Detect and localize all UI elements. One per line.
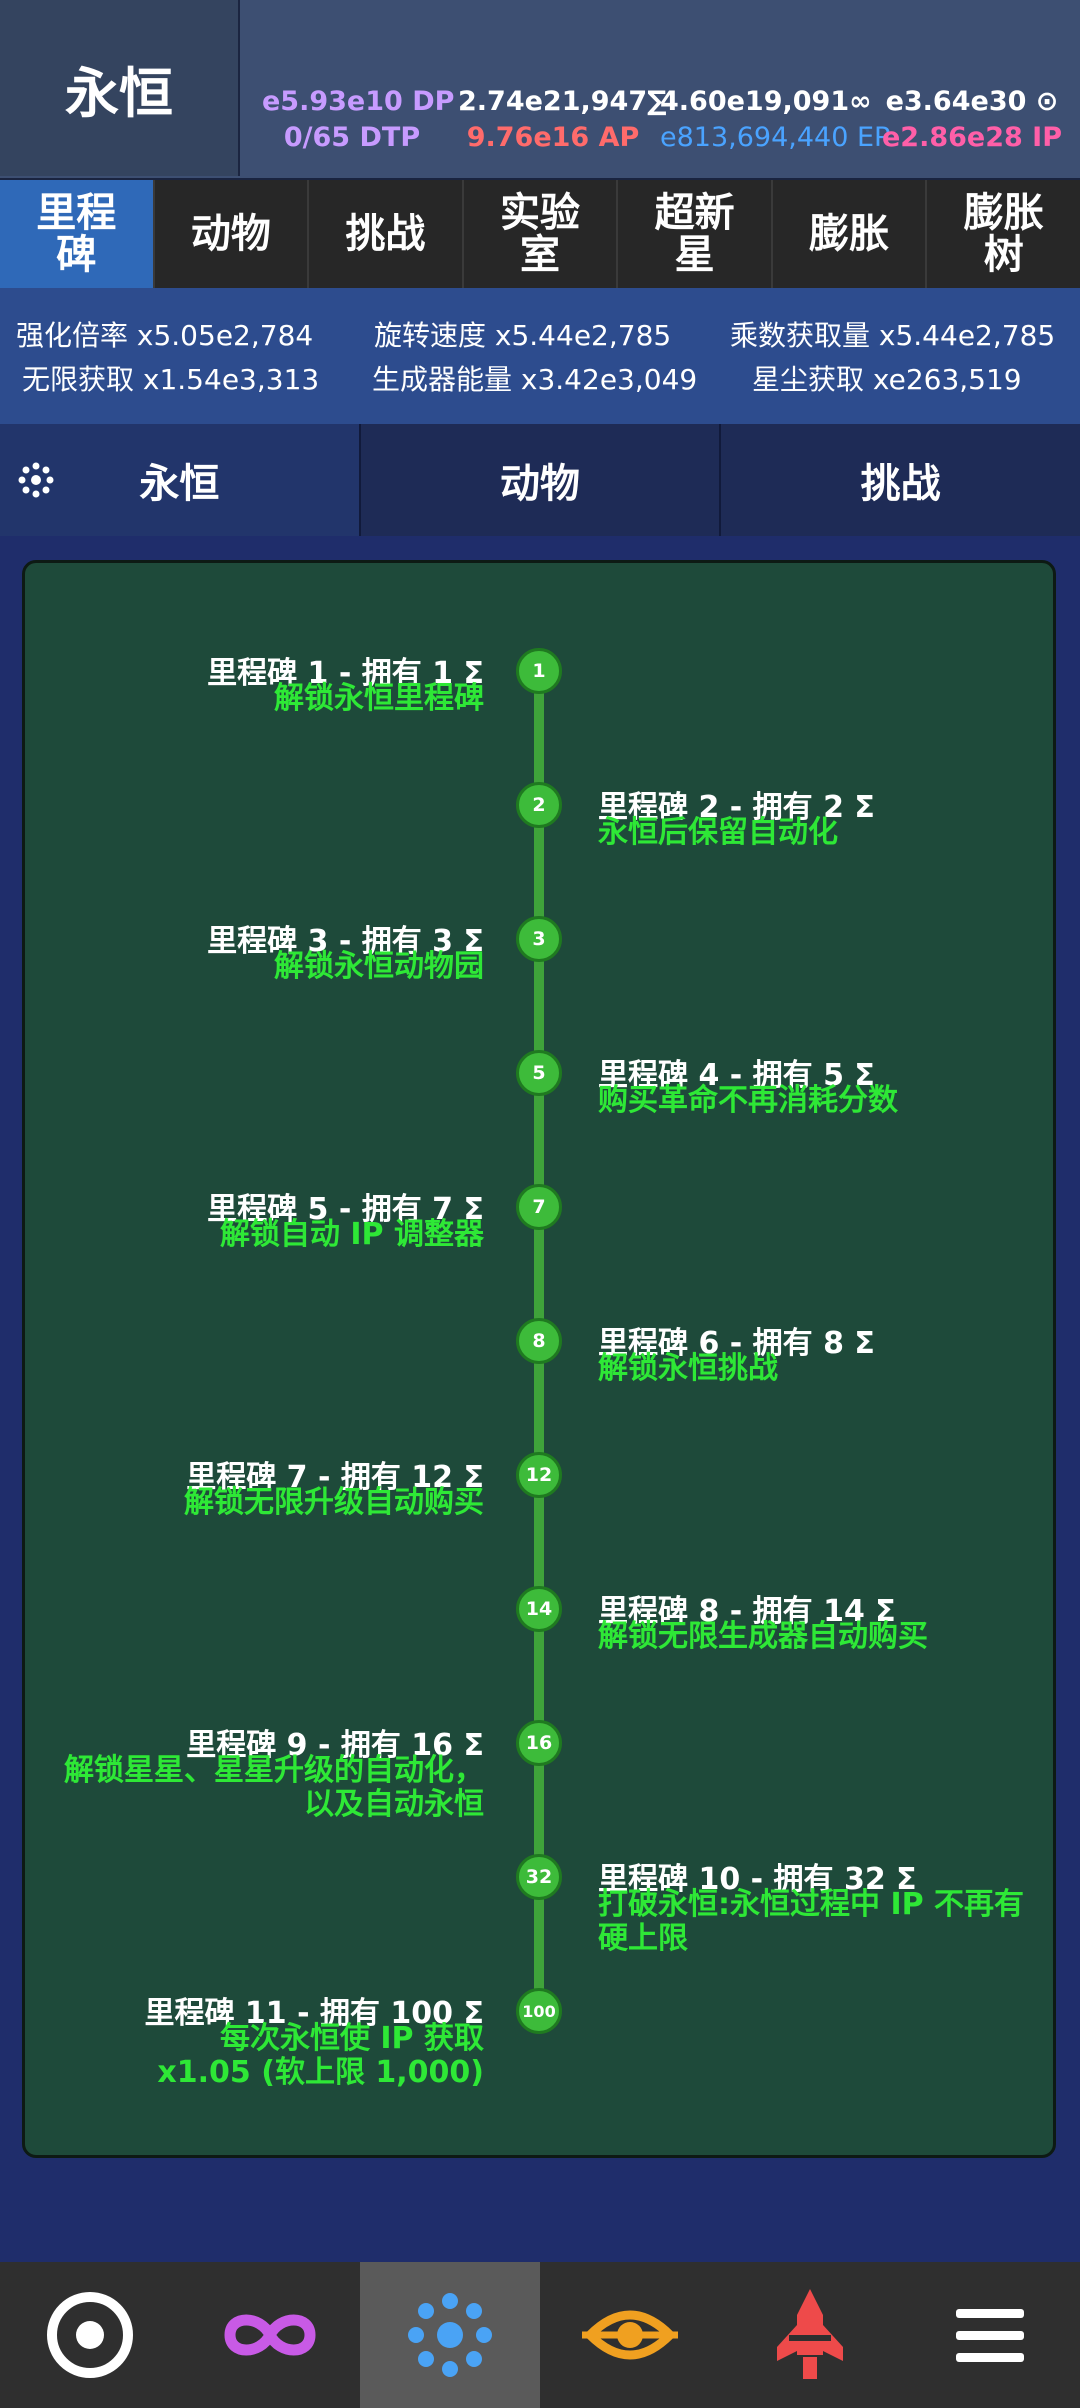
subtab-animals[interactable]: 动物 bbox=[360, 424, 722, 536]
milestone-node: 16 bbox=[516, 1720, 562, 1766]
milestone-title: 里程碑 6 - 拥有 8 Σ bbox=[598, 1326, 875, 1361]
nav-supernova[interactable] bbox=[720, 2262, 900, 2408]
currency-infinity: 4.60e19,091∞ bbox=[660, 86, 872, 117]
milestone-desc: 解锁星星、星星升级的自动化，以及自动永恒 bbox=[64, 1753, 484, 1822]
milestone-title: 里程碑 5 - 拥有 7 Σ bbox=[207, 1192, 484, 1227]
stat-stardust-gain: 星尘获取 xe263,519 bbox=[752, 363, 1022, 396]
tab-supernova[interactable]: 超新 星 bbox=[618, 180, 773, 288]
milestone-title: 里程碑 7 - 拥有 12 Σ bbox=[186, 1460, 484, 1495]
sub-tab-bar: 永恒 动物 挑战 bbox=[0, 424, 1080, 536]
milestone-node: 14 bbox=[516, 1586, 562, 1632]
tab-lab[interactable]: 实验 室 bbox=[463, 180, 619, 288]
milestone-desc: 解锁无限升级自动购买 bbox=[184, 1485, 484, 1520]
milestone-desc: 解锁无限生成器自动购买 bbox=[598, 1619, 928, 1654]
currency-ap: 9.76e16 AP bbox=[466, 122, 640, 153]
milestone-node: 32 bbox=[516, 1854, 562, 1900]
currency-dp: e5.93e10 DP bbox=[262, 86, 455, 117]
nav-infinity[interactable] bbox=[180, 2262, 360, 2408]
subtab-challenges-label: 挑战 bbox=[860, 461, 941, 507]
main-tab-bar: 里程 碑 动物 挑战 实验 室 超新 星 膨胀 膨胀 树 bbox=[0, 180, 1080, 288]
milestone-title: 里程碑 8 - 拥有 14 Σ bbox=[598, 1594, 896, 1629]
bottom-nav bbox=[0, 2262, 1080, 2408]
currency-dtp: 0/65 DTP bbox=[283, 122, 421, 153]
subtab-eternity[interactable]: 永恒 bbox=[0, 424, 361, 536]
nav-menu[interactable] bbox=[900, 2262, 1080, 2408]
milestone-desc: 购买革命不再消耗分数 bbox=[598, 1083, 898, 1118]
milestone-title: 里程碑 11 - 拥有 100 Σ bbox=[144, 1996, 484, 2031]
milestone-node: 8 bbox=[516, 1318, 562, 1364]
milestone-node: 3 bbox=[516, 916, 562, 962]
currency-sigma: 2.74e21,947∑ bbox=[458, 86, 667, 117]
milestone-desc: 永恒后保留自动化 bbox=[598, 815, 838, 850]
subtab-challenges[interactable]: 挑战 bbox=[721, 424, 1080, 536]
multiplier-stats: 强化倍率 x5.05e2,784 旋转速度 x5.44e2,785 乘数获取量 … bbox=[0, 288, 1080, 427]
milestone-title: 里程碑 9 - 拥有 16 Σ bbox=[186, 1728, 484, 1763]
nav-eternity[interactable] bbox=[360, 2262, 540, 2408]
currency-ep: e813,694,440 EP bbox=[660, 122, 891, 153]
nav-dilation[interactable] bbox=[540, 2262, 720, 2408]
stat-rotation-speed: 旋转速度 x5.44e2,785 bbox=[374, 319, 672, 352]
milestone-node: 7 bbox=[516, 1184, 562, 1230]
tab-milestones[interactable]: 里程 碑 bbox=[0, 180, 155, 288]
milestone-desc: 解锁永恒里程碑 bbox=[274, 681, 484, 716]
menu-icon bbox=[956, 2309, 1024, 2362]
tab-animals[interactable]: 动物 bbox=[154, 180, 310, 288]
stat-generator-power: 生成器能量 x3.42e3,049 bbox=[372, 363, 698, 396]
milestone-title: 里程碑 2 - 拥有 2 Σ bbox=[598, 790, 875, 825]
stat-boost-multiplier: 强化倍率 x5.05e2,784 bbox=[16, 319, 314, 352]
milestone-node: 1 bbox=[516, 648, 562, 694]
infinity-icon bbox=[224, 2314, 316, 2356]
milestone-desc: 解锁自动 IP 调整器 bbox=[219, 1217, 484, 1252]
tab-challenges[interactable]: 挑战 bbox=[309, 180, 464, 288]
milestone-desc: 每次永恒使 IP 获取 x1.05 (软上限 1,000) bbox=[157, 2021, 484, 2090]
milestone-node: 2 bbox=[516, 782, 562, 828]
milestone-title: 里程碑 10 - 拥有 32 Σ bbox=[598, 1862, 917, 1897]
nav-main[interactable] bbox=[0, 2262, 180, 2408]
currency-ring: e3.64e30 ⊙ bbox=[885, 86, 1059, 117]
milestone-node: 100 bbox=[516, 1988, 562, 2034]
prestige-layer-title: 永恒 bbox=[0, 0, 240, 176]
subtab-eternity-label: 永恒 bbox=[139, 461, 220, 507]
milestone-desc: 解锁永恒挑战 bbox=[598, 1351, 778, 1386]
milestone-title: 里程碑 1 - 拥有 1 Σ bbox=[207, 656, 484, 691]
milestone-node: 12 bbox=[516, 1452, 562, 1498]
currency-ip: e2.86e28 IP bbox=[881, 122, 1063, 153]
milestone-node: 5 bbox=[516, 1050, 562, 1096]
stat-multiplier-gain: 乘数获取量 x5.44e2,785 bbox=[730, 319, 1056, 352]
resource-header: 永恒 e5.93e10 DP 0/65 DTP 2.74e21,947∑ 9.7… bbox=[0, 0, 1080, 180]
dilation-eye-icon bbox=[582, 2310, 678, 2360]
tab-dilation-tree[interactable]: 膨胀 树 bbox=[927, 180, 1080, 288]
supernova-rocket-icon bbox=[777, 2289, 843, 2379]
eternity-dots-icon bbox=[408, 2293, 492, 2377]
milestone-desc: 解锁永恒动物园 bbox=[274, 949, 484, 984]
eternity-dots-icon bbox=[18, 462, 54, 498]
milestone-title: 里程碑 4 - 拥有 5 Σ bbox=[598, 1058, 875, 1093]
subtab-animals-label: 动物 bbox=[500, 461, 580, 507]
stat-infinity-gain: 无限获取 x1.54e3,313 bbox=[22, 363, 320, 396]
milestone-desc: 打破永恒:永恒过程中 IP 不再有硬上限 bbox=[598, 1887, 1025, 1956]
milestone-title: 里程碑 3 - 拥有 3 Σ bbox=[207, 924, 484, 959]
tab-dilation[interactable]: 膨胀 bbox=[772, 180, 928, 288]
ring-icon bbox=[47, 2292, 133, 2378]
